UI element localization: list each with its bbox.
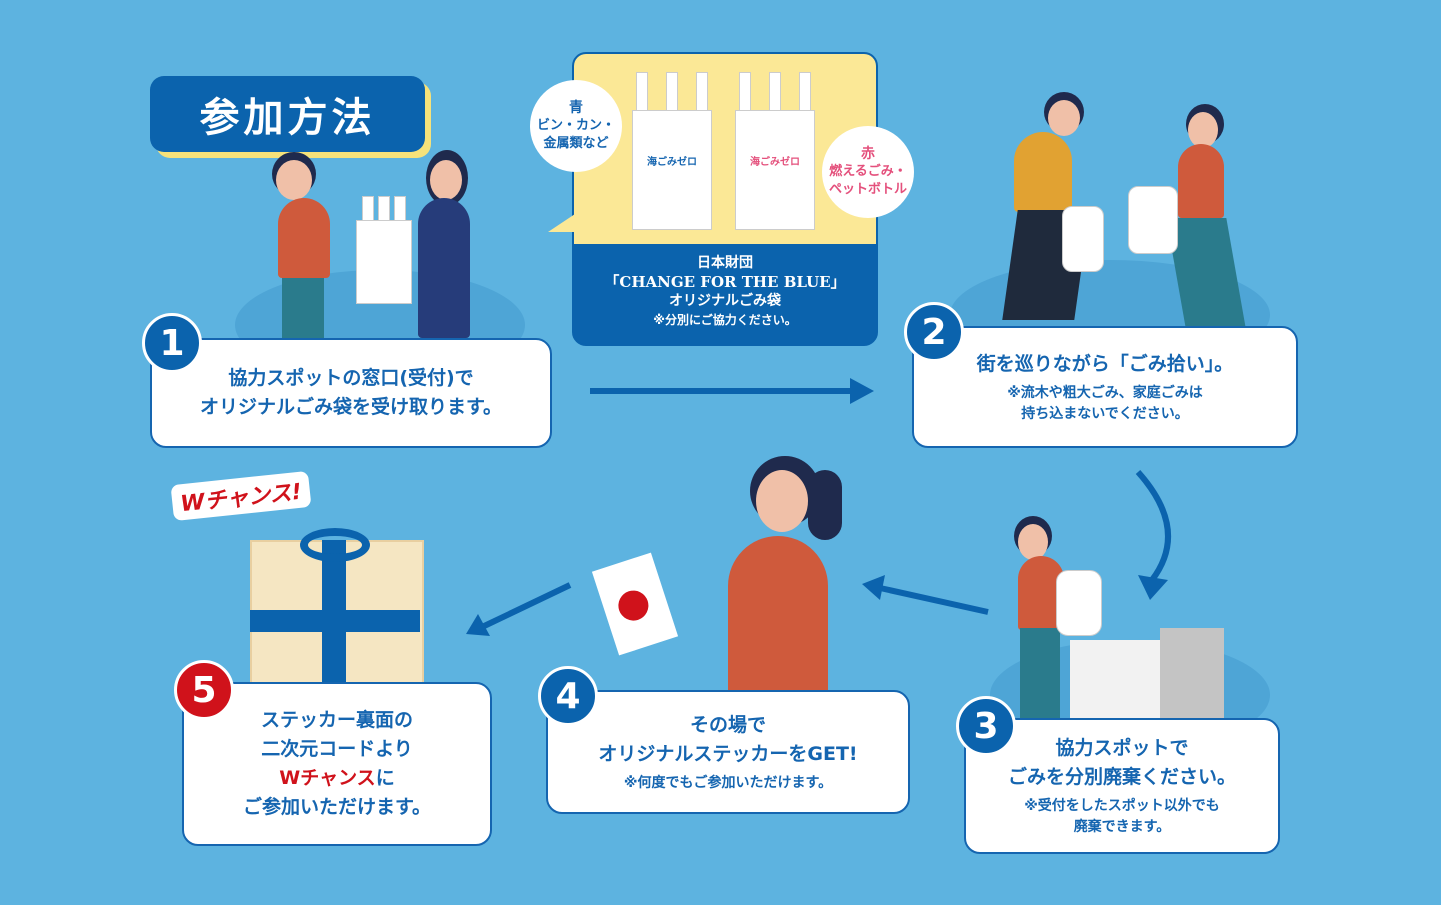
step-2-number: 2 bbox=[904, 302, 964, 362]
step-5-box: ステッカー裏面の 二次元コードより Wチャンスに ご参加いただけます。 bbox=[182, 682, 492, 846]
step-1-text: オリジナルごみ袋を受け取ります。 bbox=[199, 396, 503, 418]
bag-panel-note: ※分別にご協力ください。 bbox=[653, 313, 797, 327]
step-2-note: 持ち込まないでください。 bbox=[1021, 405, 1189, 422]
step-2-box: 街を巡りながら「ごみ拾い」。 ※流木や粗大ごみ、家庭ごみは 持ち込まないでくださ… bbox=[912, 326, 1298, 448]
step-4-box: その場で オリジナルステッカーをGET! ※何度でもご参加いただけます。 bbox=[546, 690, 910, 814]
page-title: 参加方法 bbox=[150, 76, 425, 152]
step-3-text: ごみを分別廃棄ください。 bbox=[1007, 766, 1236, 788]
step-5-text: ご参加いただけます。 bbox=[242, 796, 432, 818]
step-1-number: 1 bbox=[142, 313, 202, 373]
step-2-text: 街を巡りながら「ごみ拾い」。 bbox=[976, 352, 1234, 375]
step-5-text: 二次元コードより bbox=[261, 738, 413, 760]
step-3-box: 協力スポットで ごみを分別廃棄ください。 ※受付をしたスポット以外でも 廃棄でき… bbox=[964, 718, 1280, 854]
red-bubble: 赤燃えるごみ・ペットボトル bbox=[822, 126, 914, 218]
step-3-note: ※受付をしたスポット以外でも bbox=[1024, 798, 1220, 814]
arrow-3-to-4 bbox=[879, 585, 989, 615]
step-2-note: ※流木や粗大ごみ、家庭ごみは bbox=[1007, 384, 1203, 401]
step-5-text: に bbox=[375, 767, 395, 789]
step-4-text: オリジナルステッカーをGET! bbox=[598, 742, 858, 765]
speech-tail bbox=[548, 212, 578, 232]
bag-panel-org: 日本財団 bbox=[697, 255, 753, 271]
blue-bubble: 青ビン・カン・金属類など bbox=[530, 80, 622, 172]
trash-bin-white bbox=[1070, 640, 1160, 720]
step-4-text: その場で bbox=[689, 713, 766, 736]
w-chance-text: Wチャンス bbox=[279, 767, 376, 789]
step-5-number: 5 bbox=[174, 660, 234, 720]
step-1-text: 協力スポットの窓口(受付)で bbox=[228, 367, 474, 389]
bag-panel-campaign: 「CHANGE FOR THE BLUE」 bbox=[604, 273, 846, 291]
step-5-text: ステッカー裏面の bbox=[260, 709, 413, 731]
arrow-2-to-3 bbox=[1135, 469, 1172, 582]
step-1-box: 協力スポットの窓口(受付)で オリジナルごみ袋を受け取ります。 bbox=[150, 338, 552, 448]
step-4-number: 4 bbox=[538, 666, 598, 726]
step-3-text: 協力スポットで bbox=[1055, 737, 1189, 759]
step-4-note: ※何度でもご参加いただけます。 bbox=[623, 774, 833, 791]
trash-bin-gray bbox=[1160, 628, 1224, 720]
blue-bag: 海ごみゼロ bbox=[632, 110, 712, 230]
step-3-note: 廃棄できます。 bbox=[1073, 819, 1171, 835]
step-3-number: 3 bbox=[956, 696, 1016, 756]
red-bag: 海ごみゼロ bbox=[735, 110, 815, 230]
arrow-4-to-5 bbox=[478, 582, 572, 631]
bag-panel: 海ごみゼロ 海ごみゼロ 日本財団 「CHANGE FOR THE BLUE」 オ… bbox=[572, 52, 878, 346]
bag-panel-bag-name: オリジナルごみ袋 bbox=[669, 293, 781, 309]
